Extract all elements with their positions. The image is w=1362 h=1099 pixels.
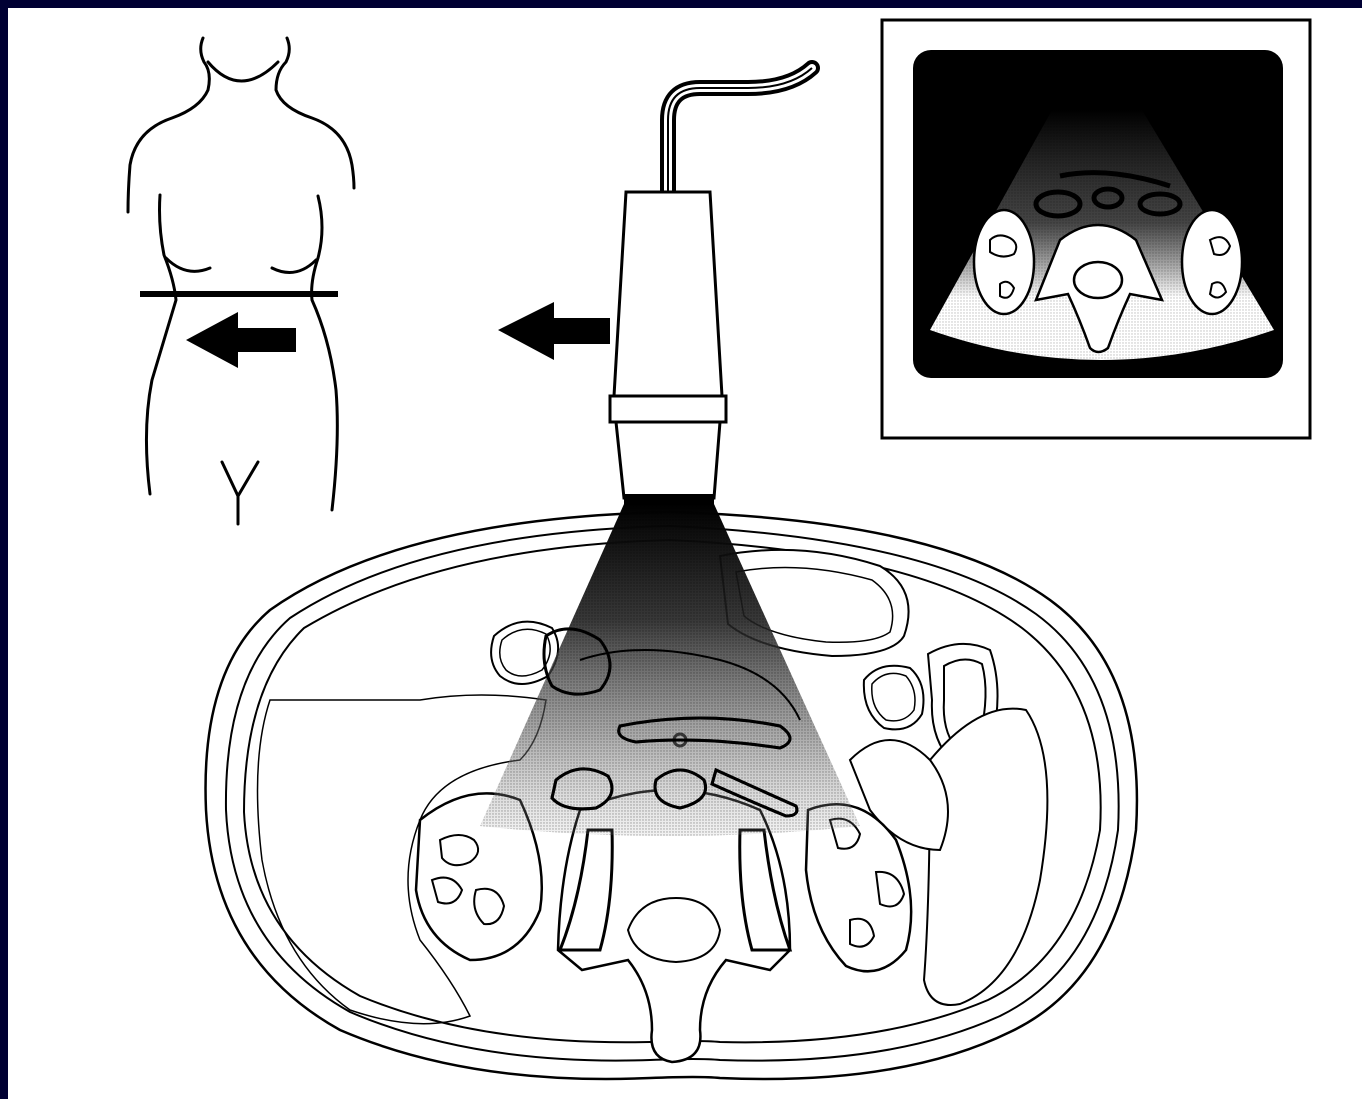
neck-left: [128, 38, 209, 212]
torso-right: [312, 196, 338, 510]
breast-left: [166, 258, 210, 271]
female-torso-icon: [128, 38, 354, 524]
probe-ring: [610, 396, 726, 422]
screen-kidney-right: [1182, 210, 1242, 314]
torso-left: [146, 195, 176, 494]
neck-right: [276, 38, 354, 188]
sonogram-display: [882, 20, 1310, 438]
left-arrow-icon: [498, 302, 610, 360]
breast-right: [272, 260, 316, 273]
screen-vertebral-body: [1074, 262, 1122, 298]
probe-head: [616, 422, 720, 498]
probe-handle: [614, 192, 722, 396]
groin: [222, 462, 258, 524]
ultrasound-probe-icon: [610, 68, 812, 504]
left-arrow-icon: [186, 312, 296, 368]
chin: [208, 62, 278, 81]
